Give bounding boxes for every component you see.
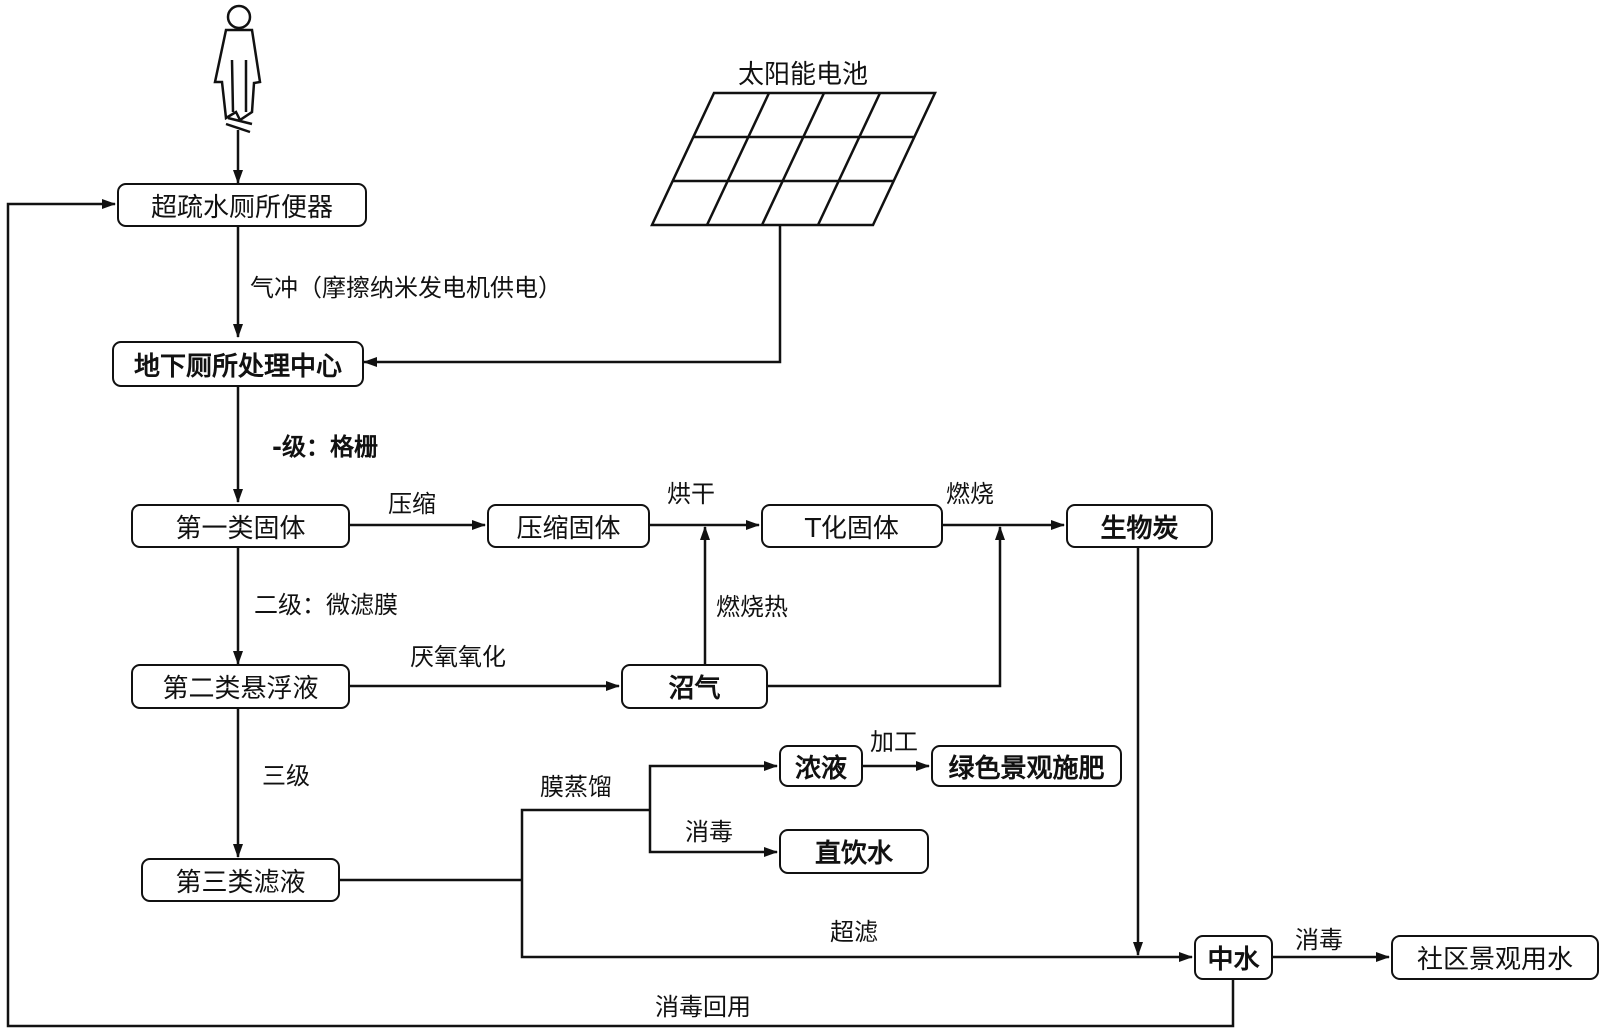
dry-label: 烘干 xyxy=(667,480,715,508)
burn-heat-label: 燃烧热 xyxy=(716,593,788,621)
air-flush-label: 气冲（摩擦纳米发电机供电） xyxy=(250,274,562,302)
compressed-solid-node: 压缩固体 xyxy=(487,504,650,548)
stage1-grate-label: -级：格栅 xyxy=(272,433,378,461)
disinfect-landscape-label: 消毒 xyxy=(1295,926,1343,954)
green-landscape-fertilizer-node: 绿色景观施肥 xyxy=(931,745,1122,787)
arrow-solar-to-center xyxy=(363,225,782,367)
filtrate-class3-node: 第三类滤液 xyxy=(141,858,340,902)
arrow-to-concentrate xyxy=(648,761,778,810)
solid-class1-node: 第一类固体 xyxy=(131,504,350,548)
compress-label: 压缩 xyxy=(388,490,436,518)
arrow-biogas-to-burn xyxy=(768,526,1005,688)
reclaimed-water-node: 中水 xyxy=(1194,935,1273,980)
burn-label: 燃烧 xyxy=(946,480,994,508)
dried-solid-node: T化固体 xyxy=(761,504,943,548)
person-icon xyxy=(213,4,262,134)
disinfect-reuse-label: 消毒回用 xyxy=(655,993,751,1021)
arrow-to-drinking-water xyxy=(648,810,778,857)
biochar-node: 生物炭 xyxy=(1066,504,1213,548)
biogas-node: 沼气 xyxy=(621,664,768,709)
stage3-label: 三级 xyxy=(262,762,310,790)
community-landscape-water-node: 社区景观用水 xyxy=(1391,935,1599,980)
suspension-class2-node: 第二类悬浮液 xyxy=(131,664,350,709)
drinking-water-node: 直饮水 xyxy=(779,829,929,874)
arrow-reuse-loop xyxy=(6,199,1235,1028)
concentrate-node: 浓液 xyxy=(779,745,863,787)
stage2-microfiltration-label: 二级：微滤膜 xyxy=(254,591,398,619)
membrane-distillation-label: 膜蒸馏 xyxy=(540,773,612,801)
solar-cell-label: 太阳能电池 xyxy=(738,60,869,90)
line-membrane-distill xyxy=(520,808,650,880)
arrow-ultrafiltration xyxy=(520,880,1193,962)
superhydrophobic-toilet-node: 超疏水厕所便器 xyxy=(117,183,367,227)
processing-label: 加工 xyxy=(870,728,918,756)
solar-panel-icon xyxy=(650,91,937,227)
underground-treatment-center-node: 地下厕所处理中心 xyxy=(112,341,364,387)
ultrafiltration-label: 超滤 xyxy=(830,918,878,946)
disinfect-drinking-label: 消毒 xyxy=(685,818,733,846)
anaerobic-oxidation-label: 厌氧氧化 xyxy=(410,643,506,671)
